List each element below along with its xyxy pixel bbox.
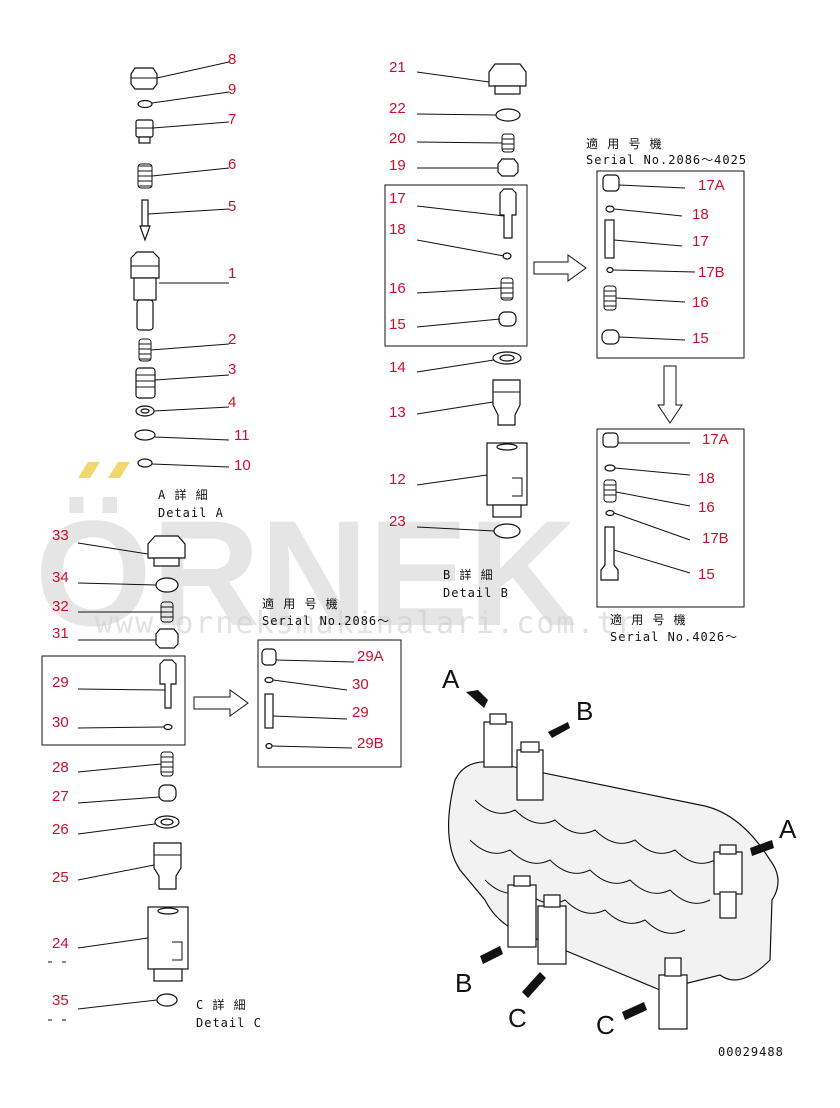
callout-label: 9 bbox=[228, 81, 236, 98]
callout-label: 16 bbox=[389, 280, 406, 297]
view-label: A bbox=[442, 664, 460, 694]
detail-a-caption-jp: A 詳 細 bbox=[158, 487, 209, 502]
callout-label: 18 bbox=[389, 221, 406, 238]
callout-label: 17A bbox=[702, 431, 729, 448]
detail-b-serial-box-1: 適 用 号 機 Serial No.2086～4025 17A 18 17 17… bbox=[586, 136, 747, 424]
watermark-logo: ÖRNEK bbox=[35, 489, 577, 657]
serial-b1-title-jp: 適 用 号 機 bbox=[586, 136, 663, 151]
drawing-number: 00029488 bbox=[718, 1045, 784, 1059]
detail-a-caption: Detail A bbox=[158, 506, 224, 520]
serial-b2-title: Serial No.4026～ bbox=[610, 630, 738, 644]
view-label: C bbox=[596, 1010, 615, 1040]
callout-label: 14 bbox=[389, 359, 406, 376]
serial-b1-title: Serial No.2086～4025 bbox=[586, 153, 747, 167]
callout-label: 17B bbox=[698, 264, 725, 281]
callout-label: 18 bbox=[698, 470, 715, 487]
callout-label: 12 bbox=[389, 471, 406, 488]
callout-label: 25 bbox=[52, 869, 69, 886]
callout-label: 35 bbox=[52, 992, 69, 1009]
detail-b-caption: Detail B bbox=[443, 586, 509, 600]
callout-label: 17B bbox=[702, 530, 729, 547]
callout-label: 10 bbox=[234, 457, 251, 474]
callout-label: 21 bbox=[389, 59, 406, 76]
callout-label: 24 bbox=[52, 935, 69, 952]
detail-c-parts: 33 34 32 31 29 30 28 27 26 25 24 35 C 詳 … bbox=[41, 527, 262, 1030]
serial-c-title: Serial No.2086～ bbox=[262, 614, 390, 628]
callout-label: 22 bbox=[389, 100, 406, 117]
callout-label: 17 bbox=[389, 190, 406, 207]
callout-label: 18 bbox=[692, 206, 709, 223]
callout-label: 23 bbox=[389, 513, 406, 530]
callout-label: 13 bbox=[389, 404, 406, 421]
detail-a-parts: 8 9 7 6 5 1 2 3 4 11 10 A 詳 細 Detail A bbox=[130, 51, 251, 520]
callout-label: 30 bbox=[352, 676, 369, 693]
callout-label: 31 bbox=[52, 625, 69, 642]
callout-label: 15 bbox=[698, 566, 715, 583]
detail-b-serial-box-2: 17A 18 16 17B 15 適 用 号 機 Serial No.4026～ bbox=[596, 428, 745, 644]
callout-label: 29B bbox=[357, 735, 384, 752]
callout-label: 34 bbox=[52, 569, 69, 586]
valve-assembly-view: A B A B C C bbox=[442, 664, 797, 1040]
callout-label: 29 bbox=[52, 674, 69, 691]
callout-label: 32 bbox=[52, 598, 69, 615]
detail-b-parts: 21 22 20 19 17 18 16 15 14 13 12 23 B 詳 … bbox=[384, 59, 587, 600]
callout-label: 20 bbox=[389, 130, 406, 147]
callout-label: 15 bbox=[692, 330, 709, 347]
callout-label: 11 bbox=[234, 427, 250, 444]
view-label: A bbox=[779, 814, 797, 844]
detail-c-caption-jp: C 詳 細 bbox=[196, 997, 247, 1012]
serial-b2-title-jp: 適 用 号 機 bbox=[610, 612, 687, 627]
callout-label: 29A bbox=[357, 648, 384, 665]
view-label: B bbox=[576, 696, 593, 726]
callout-label: 29 bbox=[352, 704, 369, 721]
view-label: B bbox=[455, 968, 472, 998]
callout-label: 3 bbox=[228, 361, 236, 378]
serial-c-title-jp: 適 用 号 機 bbox=[262, 596, 339, 611]
view-label: C bbox=[508, 1003, 527, 1033]
callout-label: 2 bbox=[228, 331, 236, 348]
detail-c-serial-box: 適 用 号 機 Serial No.2086～ 29A 30 29 29B bbox=[257, 596, 402, 768]
callout-label: 16 bbox=[698, 499, 715, 516]
callout-label: 8 bbox=[228, 51, 236, 68]
detail-c-caption: Detail C bbox=[196, 1016, 262, 1030]
callout-label: 5 bbox=[228, 198, 236, 215]
callout-label: 17 bbox=[692, 233, 709, 250]
callout-label: 26 bbox=[52, 821, 69, 838]
callout-label: 30 bbox=[52, 714, 69, 731]
watermark-url: www.orneksmakinalari.com.tr bbox=[95, 606, 637, 641]
callout-label: 6 bbox=[228, 156, 236, 173]
detail-b-caption-jp: B 詳 細 bbox=[443, 567, 494, 582]
watermark-accent bbox=[78, 462, 130, 478]
callout-label: 4 bbox=[228, 394, 236, 411]
callout-label: 15 bbox=[389, 316, 406, 333]
callout-label: 19 bbox=[389, 157, 406, 174]
callout-label: 7 bbox=[228, 111, 236, 128]
callout-label: 27 bbox=[52, 788, 69, 805]
callout-label: 16 bbox=[692, 294, 709, 311]
callout-label: 33 bbox=[52, 527, 69, 544]
callout-label: 17A bbox=[698, 177, 725, 194]
callout-label: 28 bbox=[52, 759, 69, 776]
callout-label: 1 bbox=[228, 265, 236, 282]
